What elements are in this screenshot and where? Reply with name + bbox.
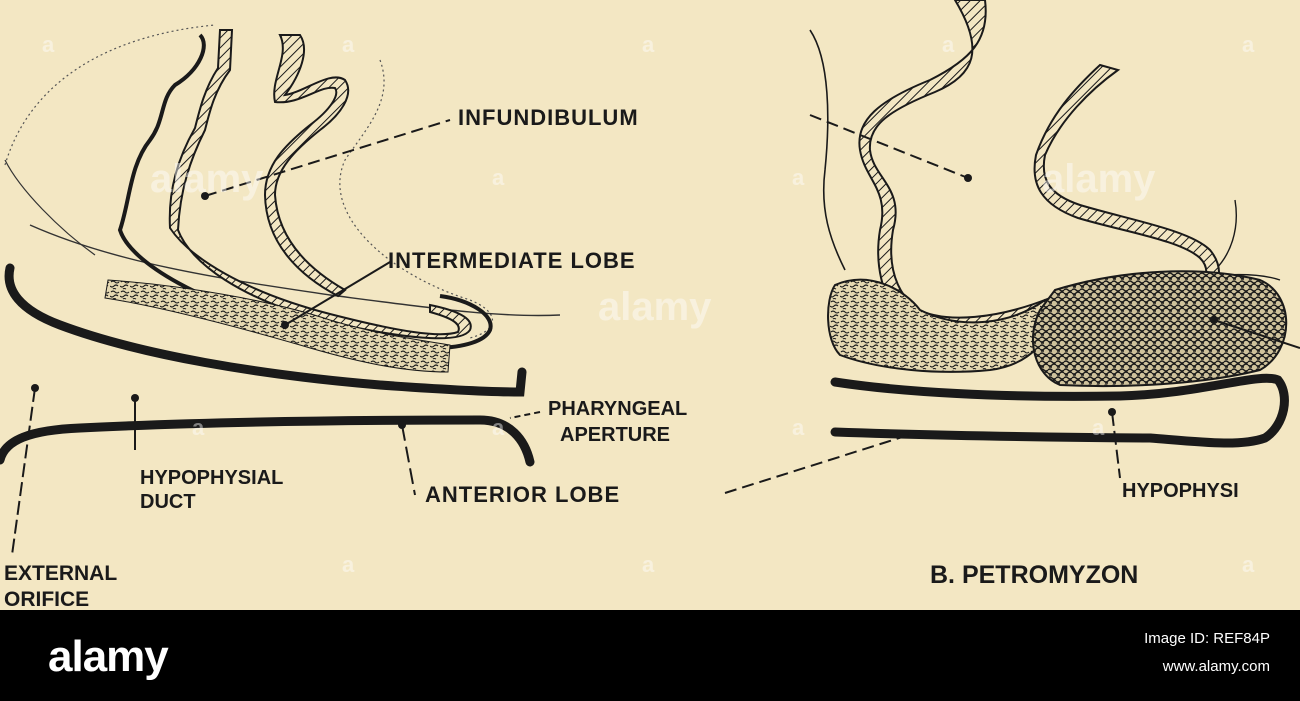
label-orifice: ORIFICE — [4, 588, 89, 610]
thin-contour-a-2 — [4, 159, 96, 256]
panel-a — [0, 24, 561, 556]
label-anterior-lobe: ANTERIOR LOBE — [425, 482, 620, 507]
leader-pharyngeal — [509, 411, 541, 419]
infundibulum-wall-left-outer — [117, 33, 493, 351]
label-pharyngeal: PHARYNGEAL — [548, 398, 687, 420]
intermediate-lobe-band — [104, 279, 451, 373]
leader-anterior-a — [401, 424, 416, 496]
leader-external — [11, 387, 36, 556]
watermark-letter-14: a — [1242, 552, 1255, 577]
brain-outline-dotted-2 — [339, 59, 494, 339]
leader-anterior-b — [724, 433, 913, 494]
panel-b — [724, 0, 1300, 494]
leader-infundibulum-a — [204, 119, 451, 197]
intermediate-lobe-b-tissue — [1031, 270, 1288, 388]
watermark-letter-4: a — [942, 32, 955, 57]
duct-roof — [4, 263, 527, 397]
leader-intermediate — [284, 261, 391, 326]
watermark-word-2: alamy — [598, 285, 712, 329]
pituitary-diagram: INFUNDIBULUM INTERMEDIATE LOBE PHARYNGEA… — [0, 0, 1300, 610]
watermark-letter-10: a — [792, 415, 805, 440]
label-aperture: APERTURE — [560, 424, 670, 446]
watermark-letter-11: a — [1092, 415, 1105, 440]
infundibulum-wall-left — [168, 29, 472, 340]
watermark-word-3: alamy — [1042, 157, 1156, 201]
label-intermediate-lobe: INTERMEDIATE LOBE — [388, 248, 636, 273]
label-external: EXTERNAL — [4, 562, 117, 585]
watermark-letter-3: a — [642, 32, 655, 57]
watermark-letter-7: a — [792, 165, 805, 190]
watermark-letter-5: a — [1242, 32, 1255, 57]
label-hypophysi-right: HYPOPHYSI — [1122, 480, 1239, 502]
label-panel-b-title: B. PETROMYZON — [930, 561, 1138, 589]
label-hypophysial: HYPOPHYSIAL — [140, 467, 283, 489]
footer-site: www.alamy.com — [1162, 658, 1270, 675]
watermark-letter-1: a — [42, 32, 55, 57]
brain-outline-dotted — [4, 24, 216, 166]
watermark-letter-12: a — [342, 552, 355, 577]
watermark-letter-6: a — [492, 165, 505, 190]
footer-logo: alamy — [48, 632, 169, 681]
label-infundibulum: INFUNDIBULUM — [458, 105, 639, 130]
stock-footer: alamy Image ID: REF84P www.alamy.com — [0, 610, 1300, 701]
watermark-letter-8: a — [192, 415, 205, 440]
footer-image-id: Image ID: REF84P — [1144, 630, 1270, 647]
watermark-letter-13: a — [642, 552, 655, 577]
watermark-letter-9: a — [492, 415, 505, 440]
duct-floor — [0, 415, 535, 467]
thin-contour-a — [29, 224, 561, 317]
leader-infundibulum-b — [809, 114, 969, 179]
label-duct: DUCT — [140, 491, 196, 513]
watermark-word-1: alamy — [150, 157, 264, 201]
watermark-letter-2: a — [342, 32, 355, 57]
leader-right-lobe — [1213, 319, 1300, 349]
duct-b-lower — [830, 427, 1155, 443]
thin-contour-b — [809, 29, 846, 271]
duct-b-upper — [830, 373, 1289, 448]
dot-anterior-b — [908, 430, 916, 438]
leader-hypophysi-b — [1111, 411, 1121, 479]
